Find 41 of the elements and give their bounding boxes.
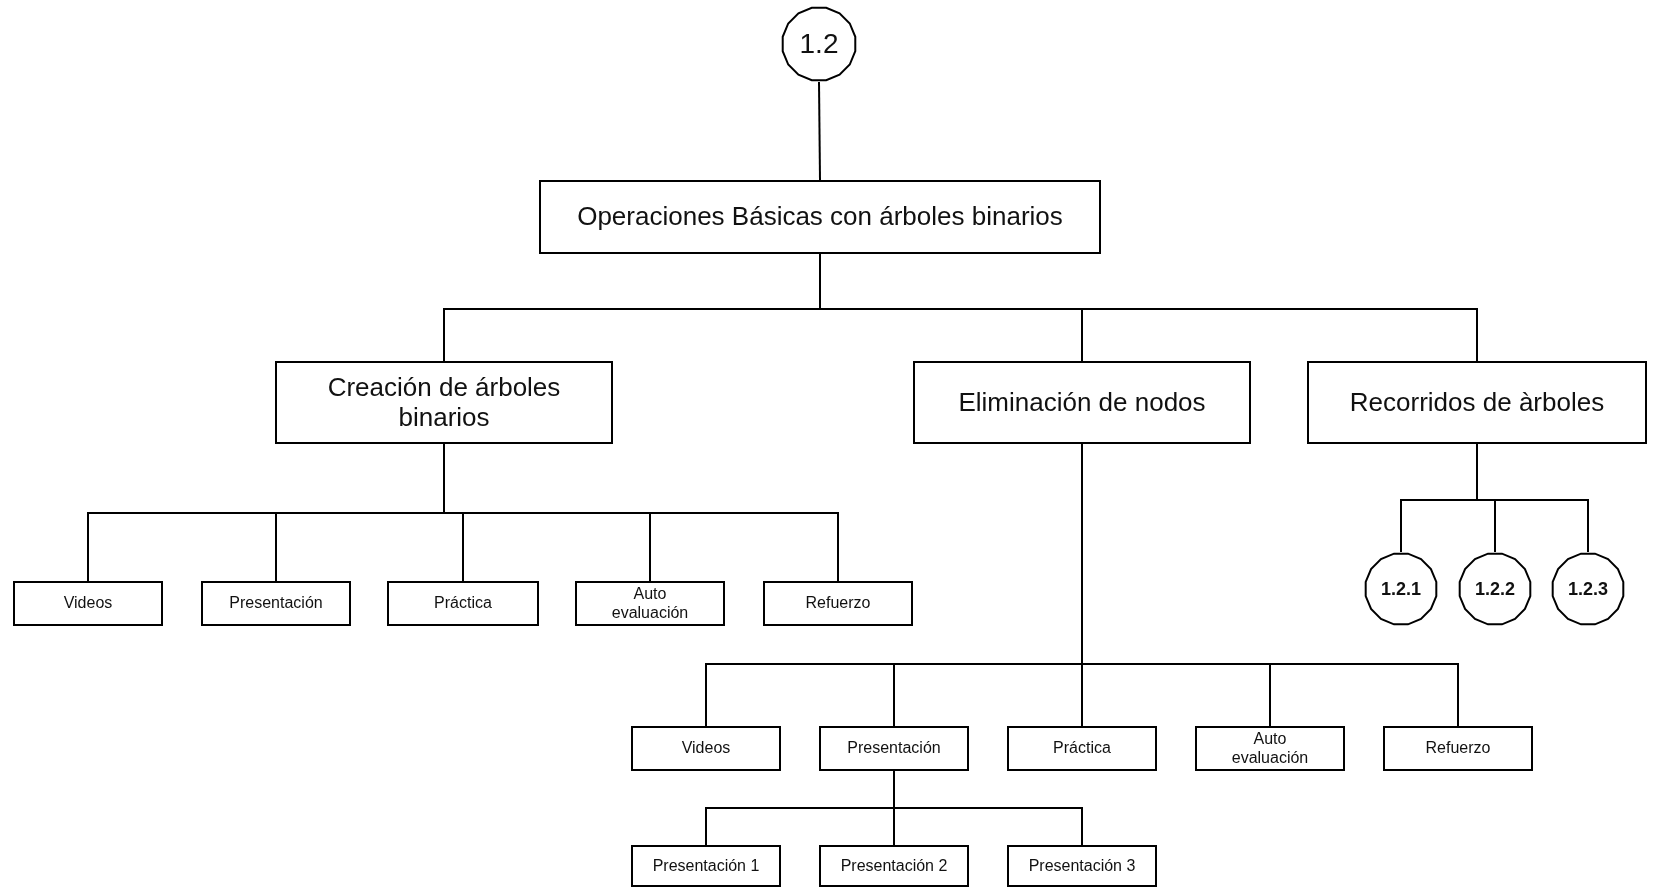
resource-box — [631, 726, 781, 771]
node-label: Videos — [63, 594, 113, 613]
resource-box — [201, 581, 351, 626]
resource-box — [631, 845, 781, 887]
node-label: Práctica — [434, 594, 492, 613]
resource-box — [1007, 726, 1157, 771]
node-label: Presentación 3 — [1028, 856, 1136, 876]
node-label: Refuerzo — [1425, 739, 1491, 758]
node-label: Presentación — [229, 594, 323, 613]
resource-box — [1195, 726, 1345, 771]
resource-box — [819, 726, 969, 771]
node-label: Auto evaluación — [1230, 730, 1310, 767]
node-label: Presentación 1 — [652, 856, 760, 876]
node-label: Operaciones Básicas con árboles binarios — [577, 202, 1063, 232]
resource-box — [575, 581, 725, 626]
resource-box — [1383, 726, 1533, 771]
topic-box — [913, 361, 1251, 444]
resource-box — [387, 581, 539, 626]
resource-box — [13, 581, 163, 626]
connector-line — [893, 770, 1083, 846]
node-label: Videos — [681, 739, 731, 758]
resource-box — [763, 581, 913, 626]
topic-box — [275, 361, 613, 444]
topic-box — [539, 180, 1101, 254]
node-label: Auto evaluación — [610, 585, 690, 622]
node-label: 1.2.1 — [1380, 578, 1421, 600]
resource-box — [1007, 845, 1157, 887]
connector-line — [818, 81, 821, 181]
node-label: 1.2 — [799, 27, 839, 61]
resource-box — [819, 845, 969, 887]
node-label: Creación de árboles binarios — [326, 372, 562, 433]
node-label: Recorridos de àrboles — [1349, 387, 1605, 418]
node-label: Práctica — [1053, 739, 1111, 758]
node-label: Presentación — [847, 739, 941, 758]
node-label: Eliminación de nodos — [958, 387, 1206, 418]
node-label: 1.2.3 — [1567, 578, 1608, 600]
node-label: 1.2.2 — [1474, 578, 1515, 600]
node-label: Presentación 2 — [840, 856, 948, 876]
node-label: Refuerzo — [805, 594, 871, 613]
topic-box — [1307, 361, 1647, 444]
connector-line — [1476, 443, 1589, 553]
